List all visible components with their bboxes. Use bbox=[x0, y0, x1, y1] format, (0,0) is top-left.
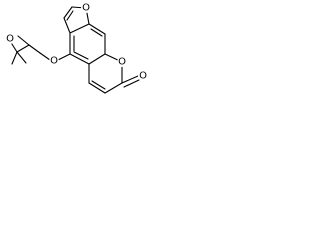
bond bbox=[69, 53, 90, 65]
atom-labels: O O O O O bbox=[5, 3, 148, 82]
bond bbox=[28, 44, 41, 54]
svg-text:O: O bbox=[82, 3, 90, 14]
molecule-structure-diagram: O O O O O bbox=[5, 3, 148, 94]
furan-oxygen-label: O bbox=[81, 3, 91, 14]
bond bbox=[88, 23, 106, 35]
bond bbox=[88, 82, 106, 94]
bond bbox=[16, 51, 27, 64]
epoxide-side-chain bbox=[9, 35, 71, 65]
bond bbox=[69, 23, 90, 34]
bond bbox=[104, 82, 123, 94]
bond bbox=[63, 17, 71, 34]
bond bbox=[39, 52, 51, 61]
bond bbox=[88, 53, 106, 65]
bond bbox=[66, 10, 74, 21]
bond bbox=[90, 28, 103, 37]
svg-text:O: O bbox=[118, 57, 126, 68]
epoxide-oxygen-label: O bbox=[5, 34, 15, 45]
bond bbox=[121, 75, 139, 84]
ether-oxygen-label: O bbox=[49, 56, 59, 67]
svg-text:O: O bbox=[6, 34, 14, 45]
carbonyl-oxygen-label: O bbox=[138, 71, 148, 82]
svg-text:O: O bbox=[50, 56, 58, 67]
bond bbox=[63, 6, 73, 19]
benzene-ring bbox=[69, 23, 106, 65]
bond bbox=[57, 53, 71, 61]
lactone-oxygen-label: O bbox=[117, 57, 127, 68]
bond bbox=[17, 35, 30, 46]
bond bbox=[16, 44, 30, 53]
svg-text:O: O bbox=[139, 71, 147, 82]
bond bbox=[91, 80, 106, 90]
bond bbox=[11, 51, 18, 65]
bond bbox=[73, 51, 89, 60]
bond bbox=[123, 79, 140, 88]
